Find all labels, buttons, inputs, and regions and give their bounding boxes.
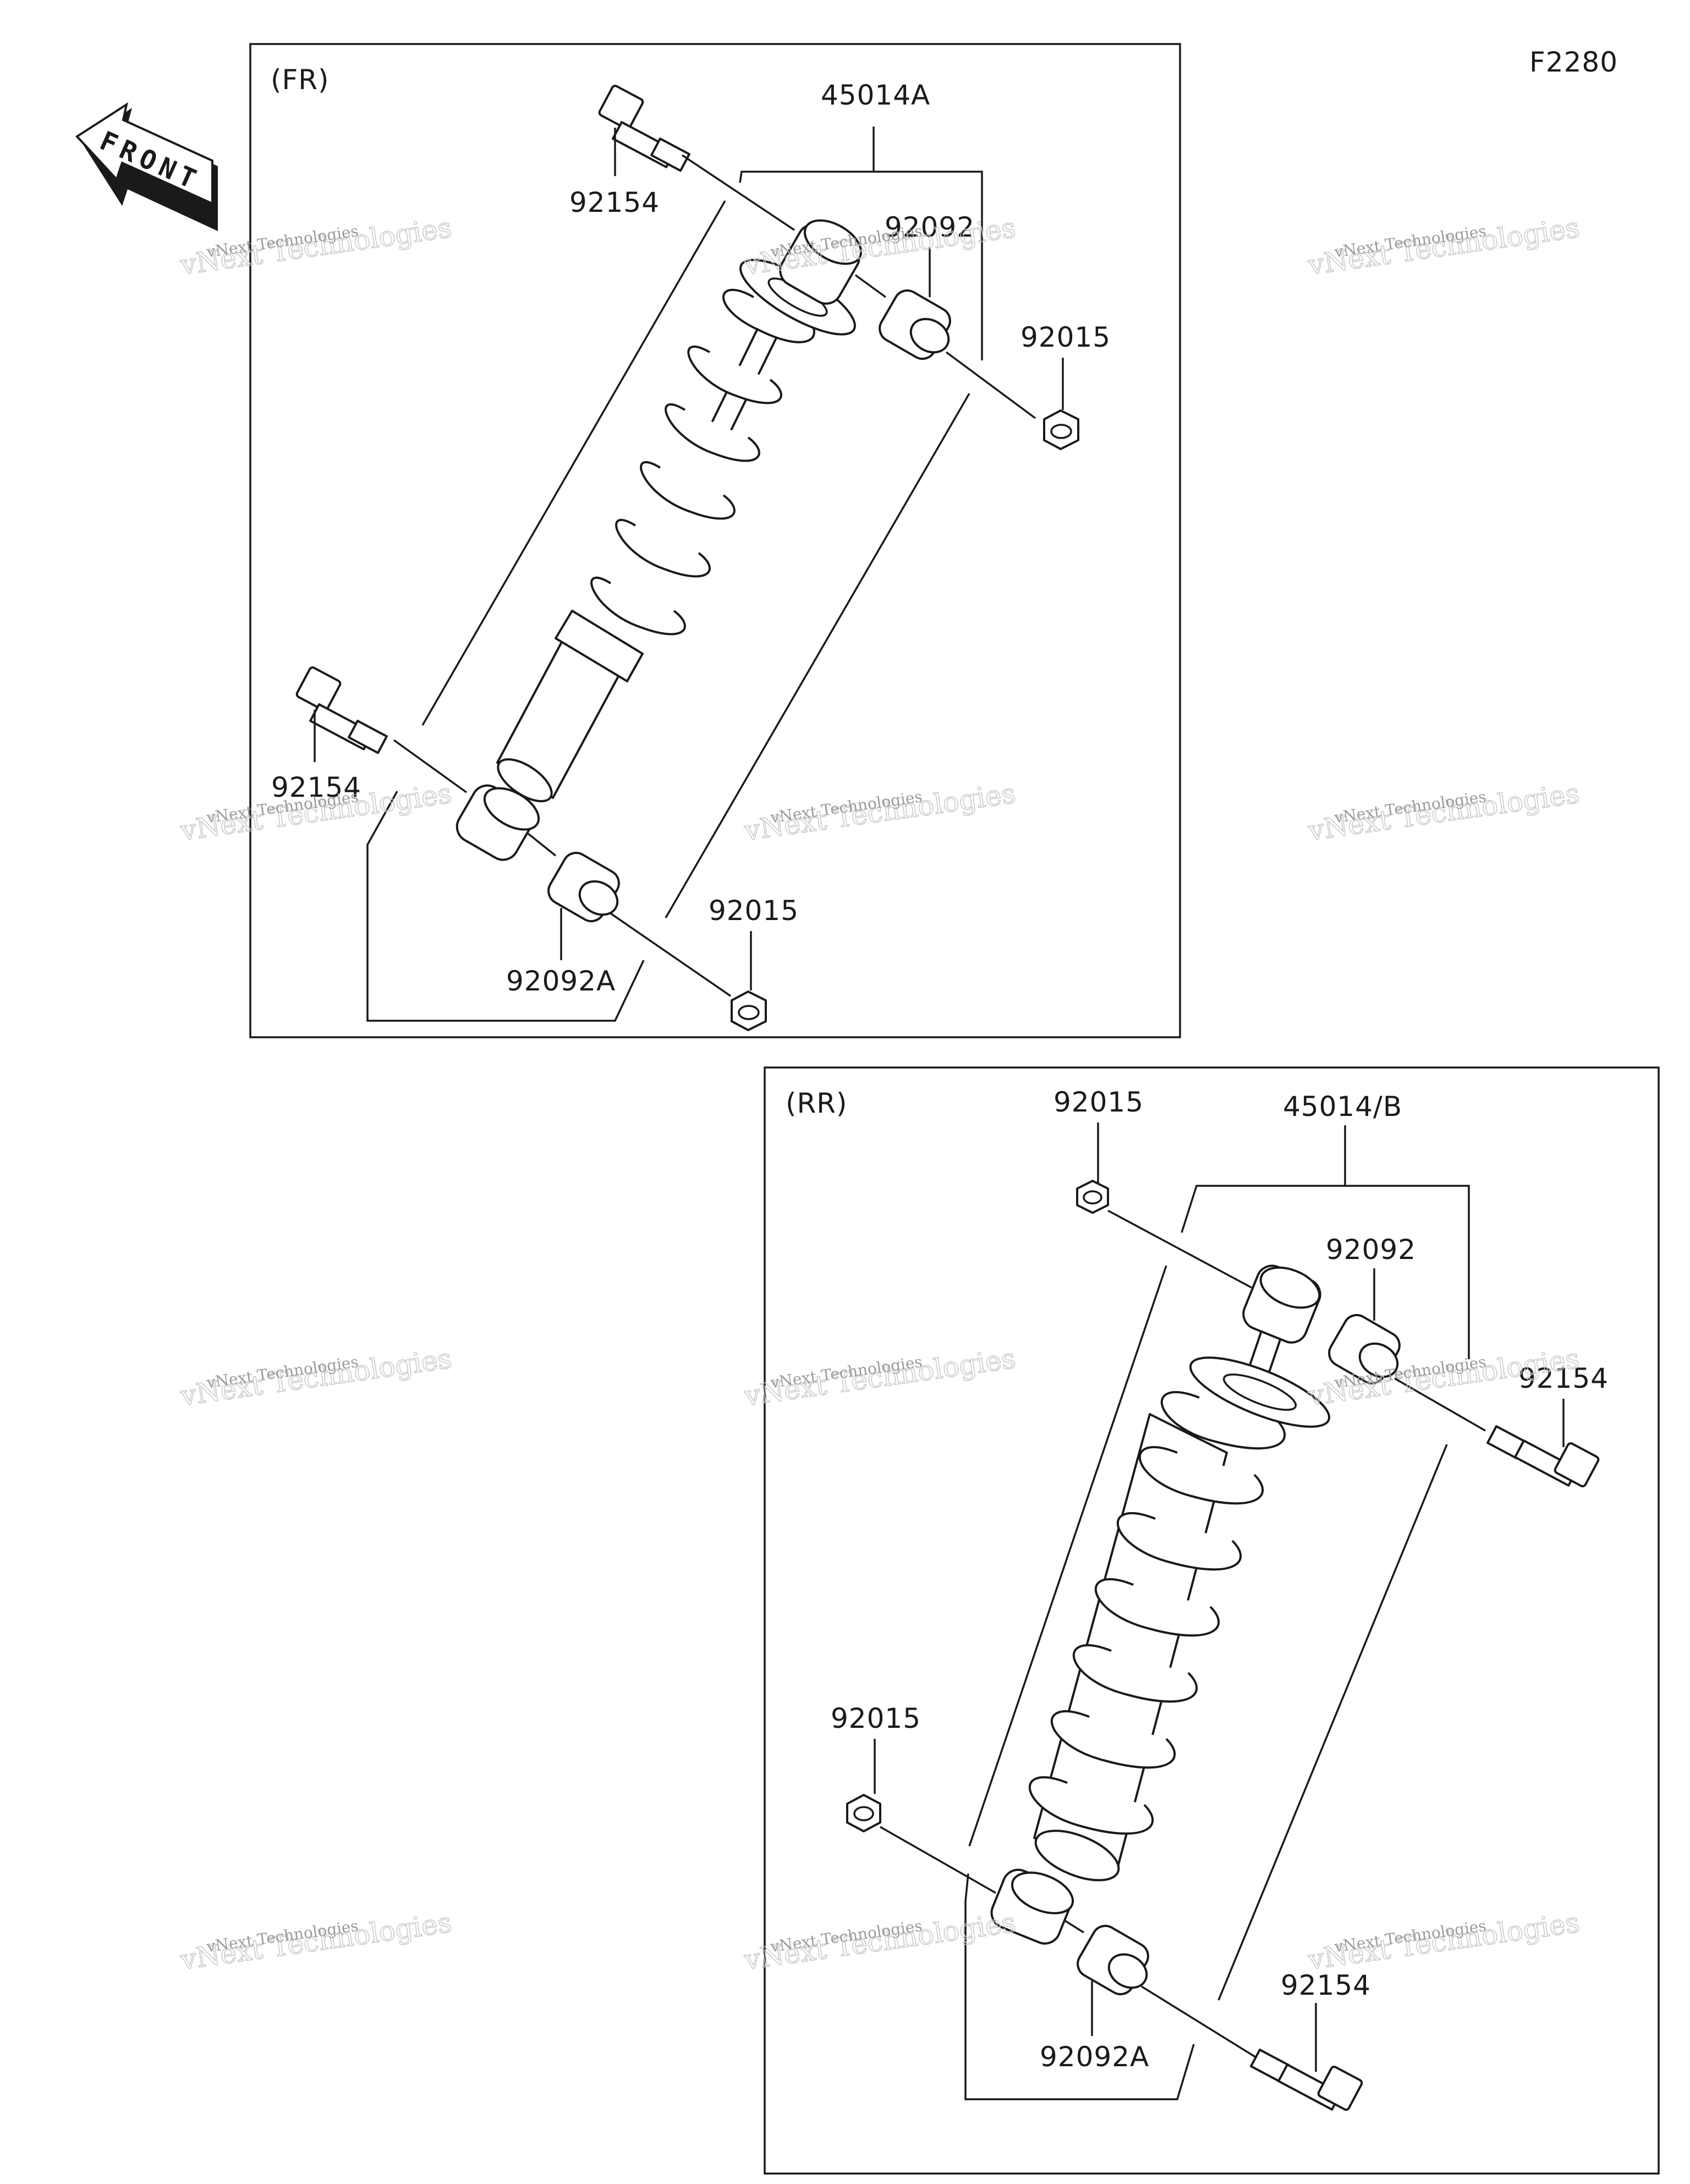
front-label-bolt-top: 92154	[569, 187, 660, 218]
front-shock-body	[456, 219, 863, 861]
rear-bottom-bracket	[964, 1873, 1195, 2100]
front-bottom-bushing	[527, 833, 731, 997]
front-spring	[590, 288, 815, 636]
front-top-bolt	[598, 85, 795, 231]
watermark: vNext Technologies vNext Technologies	[742, 1906, 1018, 1977]
watermark: vNext Technologies vNext Technologies	[178, 1906, 454, 1977]
rear-bottom-bolt	[1250, 2003, 1363, 2111]
front-label-assembly: 45014A	[821, 79, 930, 111]
front-label-bushing-bottom: 92092A	[506, 965, 616, 997]
front-assembly-bracket	[421, 127, 983, 918]
watermark: vNext Technologies vNext Technologies	[178, 1342, 454, 1413]
rear-label-assembly: 45014/B	[1283, 1091, 1402, 1123]
rear-section: (RR) 92015 45014/B	[764, 1066, 1660, 2175]
rear-label-nut-top: 92015	[1053, 1086, 1144, 1118]
rear-top-bolt	[1486, 1399, 1600, 1487]
front-bottom-bracket	[366, 791, 645, 1022]
front-top-bushing	[854, 248, 1036, 419]
rear-label-bushing-bottom: 92092A	[1040, 2041, 1149, 2073]
rear-bottom-nut	[846, 1739, 996, 1894]
front-label-bolt-bottom: 92154	[271, 771, 361, 803]
rear-section-frame	[764, 1066, 1660, 2175]
rear-label-bolt-top: 92154	[1518, 1362, 1609, 1394]
front-top-nut	[1043, 358, 1079, 450]
rear-top-bushing	[1328, 1268, 1486, 1432]
rear-top-nut	[1076, 1123, 1252, 1289]
watermark: vNext Technologies vNext Technologies	[1305, 1906, 1582, 1977]
rear-shock-body	[990, 1265, 1331, 1945]
front-section-frame	[249, 43, 1181, 1038]
front-bottom-bolt	[295, 666, 468, 793]
rear-label-bolt-bottom: 92154	[1281, 1969, 1371, 2001]
front-label-nut-bottom: 92015	[709, 895, 799, 927]
front-bottom-nut	[731, 931, 767, 1031]
rear-section-title: (RR)	[786, 1087, 848, 1119]
front-label-bushing-top: 92092	[885, 211, 975, 243]
watermark: vNext Technologies vNext Technologies	[742, 777, 1018, 847]
front-section-title: (FR)	[271, 64, 330, 96]
rear-spring	[1028, 1391, 1286, 1835]
diagram-code: F2280	[1529, 46, 1618, 78]
rear-bottom-bushing	[1064, 1919, 1258, 2059]
watermark: vNext Technologies vNext Technologies	[1305, 211, 1582, 282]
front-label-nut-top: 92015	[1020, 321, 1111, 353]
rear-label-nut-bottom: 92015	[831, 1703, 921, 1734]
front-arrow-icon: FRONT	[75, 102, 218, 231]
watermark: vNext Technologies vNext Technologies	[1305, 777, 1582, 847]
watermark: vNext Technologies vNext Technologies	[742, 211, 1018, 282]
rear-label-bushing-top: 92092	[1326, 1234, 1416, 1266]
front-section: (FR) 45014A 92154	[249, 43, 1181, 1038]
watermark: vNext Technologies vNext Technologies	[742, 1342, 1018, 1413]
watermark: vNext Technologies vNext Technologies	[178, 211, 454, 282]
rear-assembly-bracket	[968, 1125, 1470, 2001]
